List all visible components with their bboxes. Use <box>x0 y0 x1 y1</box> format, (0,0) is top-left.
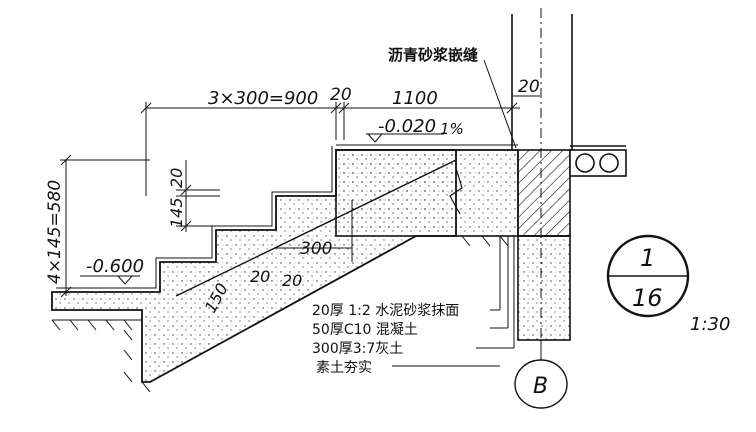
axis-marker <box>514 340 568 409</box>
joint-note-label: 沥青砂浆嵌缝 <box>388 46 478 64</box>
layer-2-label: 50厚C10 混凝土 <box>312 322 418 338</box>
dim-treads-label: 3×300=900 <box>208 88 318 109</box>
scale-label: 1:30 <box>690 314 730 335</box>
elev-top-label: -0.020 <box>378 116 436 137</box>
axis-b-label: B <box>533 374 548 399</box>
layer-4-label: 素土夯实 <box>316 360 372 376</box>
dim-wall-label: 20 <box>518 77 540 97</box>
detail-index-circle <box>606 234 690 318</box>
layer-3-label: 300厚3:7灰土 <box>312 341 403 357</box>
slope-label: 1% <box>440 120 464 138</box>
dim-20b-label: 20 <box>282 271 302 290</box>
dim-step-20-label: 20 <box>167 168 186 188</box>
wall-column <box>511 8 573 352</box>
dim-height-total-label: 4×145=580 <box>45 180 65 284</box>
dim-riser-label: 145 <box>167 197 186 228</box>
detail-bottom-label: 16 <box>632 284 663 312</box>
layer-1-label: 20厚 1:2 水泥砂浆抹面 <box>312 303 459 319</box>
elev-bottom-label: -0.600 <box>86 256 144 277</box>
stair-steps <box>51 146 457 383</box>
dim-20a-label: 20 <box>250 267 270 286</box>
dim-landing-label: 1100 <box>392 88 438 109</box>
dim-gap-top-label: 20 <box>330 85 352 105</box>
ground-hatch <box>51 235 509 393</box>
hollow-slab <box>569 145 627 177</box>
dim-tread-300-label: 300 <box>300 239 332 259</box>
dimension-lines <box>60 59 540 367</box>
detail-top-label: 1 <box>640 244 655 272</box>
